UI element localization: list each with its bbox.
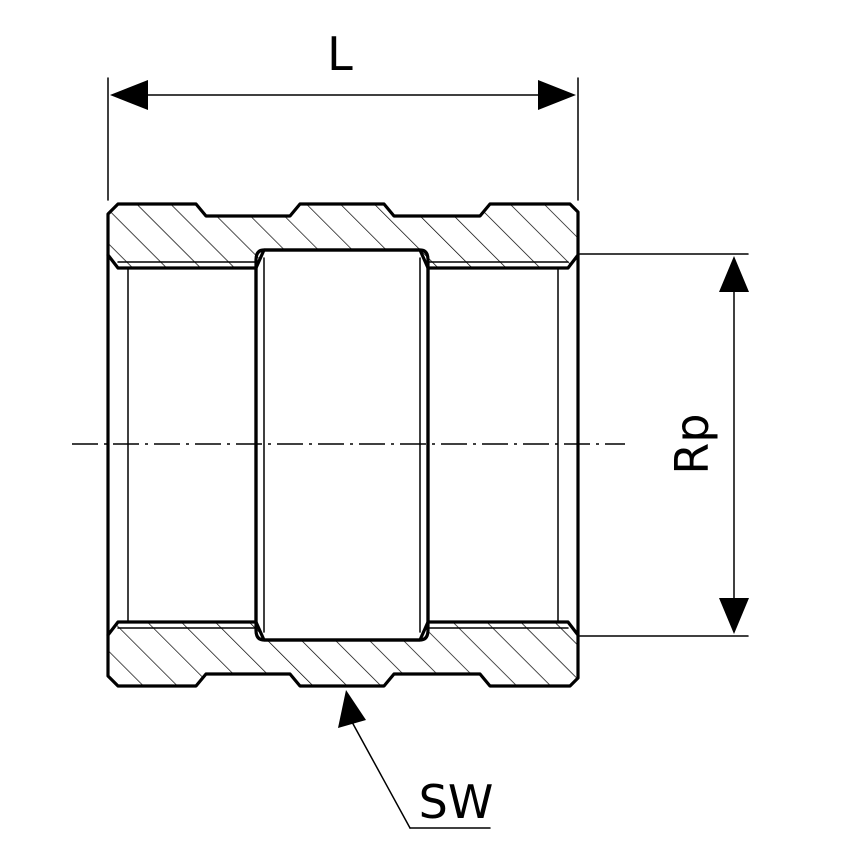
upper-wall-section	[106, 202, 580, 270]
wrench-label: SW	[419, 775, 494, 829]
thread-label: Rp	[665, 413, 719, 474]
thread-dimension: Rp	[579, 253, 749, 637]
outer-contour	[106, 253, 580, 637]
lower-wall-section	[106, 620, 580, 688]
inner-bore	[254, 248, 430, 642]
wrench-size-leader: SW	[338, 690, 493, 829]
length-dimension: L	[107, 27, 579, 201]
length-label: L	[327, 27, 353, 81]
thread-lines	[117, 261, 569, 629]
